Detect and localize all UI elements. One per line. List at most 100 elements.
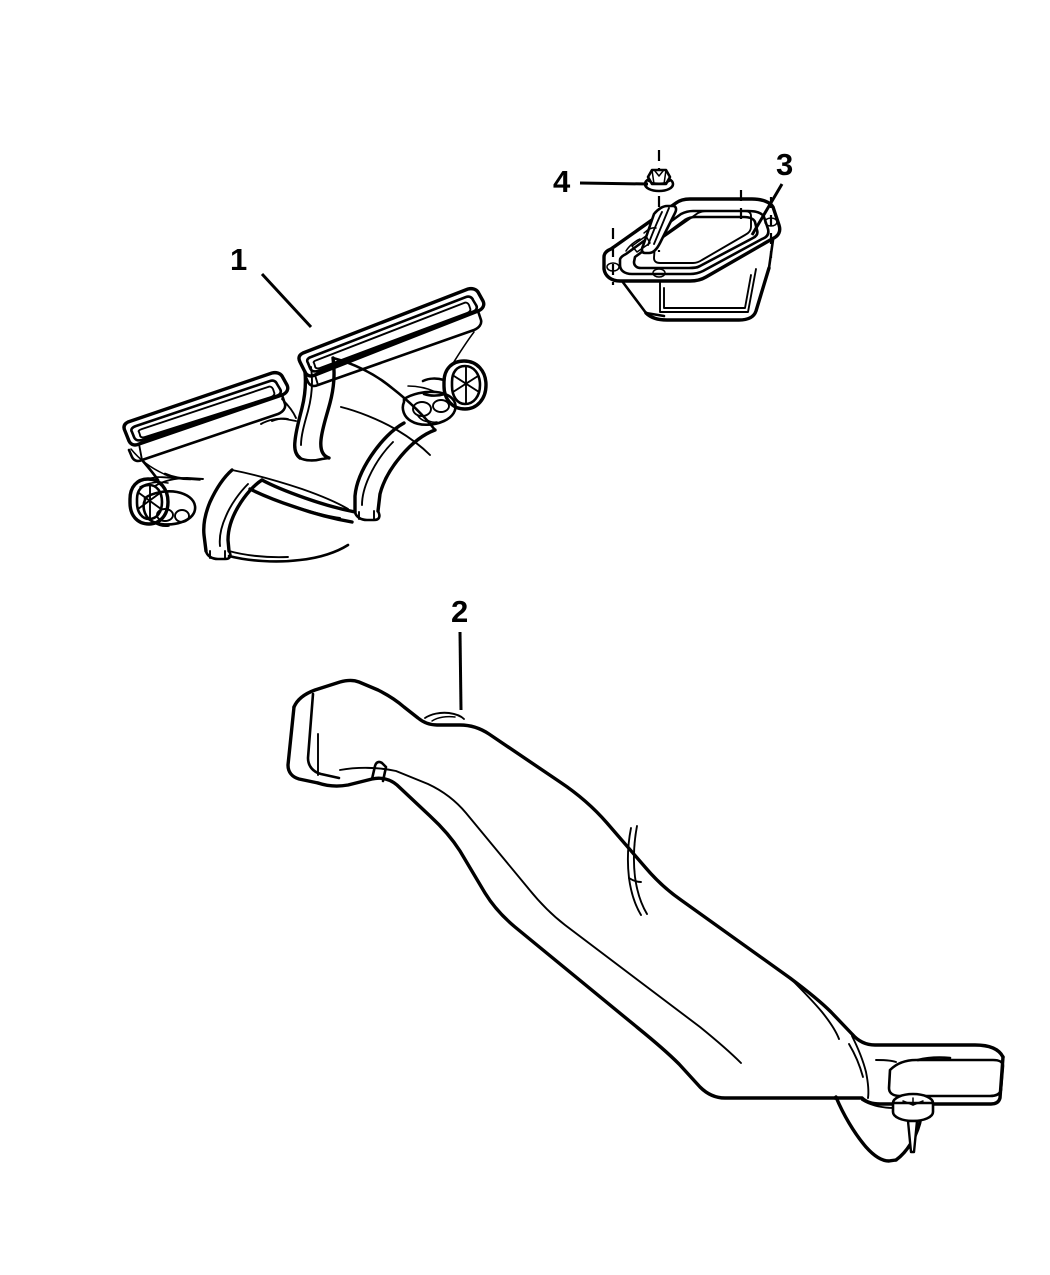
duct-leg-right-crease <box>361 441 394 506</box>
bracket-right-detail-2 <box>423 416 438 423</box>
duct-lower-face-edge <box>231 469 349 510</box>
duct-gusset-right-edge2 <box>260 417 297 425</box>
nut-facet-left <box>651 169 655 185</box>
nut-skirt-highlight <box>647 180 671 184</box>
push-pin-retainer-group <box>891 1092 935 1154</box>
knob-left-outer <box>128 477 170 526</box>
duct2-upper-right-fold <box>789 977 840 1040</box>
part-1-defroster-duct-group <box>122 286 488 563</box>
duct-spine-crease <box>249 488 341 519</box>
bracket-right-hole-a <box>412 401 432 417</box>
duct-spine-top <box>260 478 357 514</box>
bezel-internal-vane <box>640 204 678 255</box>
duct-leg-right-foot-detail <box>358 510 375 520</box>
duct-leg-right-foot <box>353 509 381 522</box>
louvre-right-slot-inner <box>312 301 472 370</box>
bracket-left-hole-b <box>174 509 190 523</box>
duct2-top-tab <box>424 711 465 720</box>
duct-neck-right-crease <box>300 366 313 446</box>
callout-1-group: 1 <box>230 242 313 329</box>
bracket-left-detail <box>151 520 170 527</box>
louvre-left-end-edge <box>138 443 143 461</box>
part-2-floor-duct-group <box>286 678 1005 1163</box>
callout-3-leader <box>750 183 784 236</box>
bracket-right-hole-b <box>432 399 450 413</box>
callout-4-group: 4 <box>553 164 649 199</box>
duct-lower-face-bottom <box>228 550 289 559</box>
bezel-internal-bracket-a <box>631 235 651 253</box>
duct-hose-connector-right-2 <box>407 385 437 393</box>
callout-4-number: 4 <box>553 164 571 199</box>
housing-front-recess <box>659 268 757 313</box>
duct2-top-ridge <box>292 678 1005 1059</box>
callout-2-leader <box>458 631 463 711</box>
bezel-outer-flange <box>602 197 782 283</box>
duct-hose-connector-right <box>451 331 475 366</box>
flange-boss-front <box>652 268 666 278</box>
bracket-right-plate <box>401 390 457 427</box>
callout-2-number: 2 <box>451 594 468 629</box>
louvre-right-end-edge <box>314 374 319 386</box>
duct2-left-endcap-inner <box>306 692 341 780</box>
louvre-left-slot-inner <box>137 385 276 439</box>
duct-leg-left-outer <box>226 478 264 553</box>
bracket-left-plate <box>142 490 197 526</box>
duct2-seam-vertical-2 <box>633 825 648 915</box>
duct-leg-left-foot-detail <box>209 550 226 559</box>
rotary-knob-left-group <box>128 477 170 526</box>
louvre-left-side-wall <box>127 393 287 463</box>
flange-boss-left <box>606 262 620 272</box>
duct-neck-left-c <box>154 477 204 487</box>
duct-hose-connector-left <box>130 448 165 475</box>
callout-1-leader <box>260 272 313 329</box>
duct2-right-endcap <box>833 1055 1005 1106</box>
rotary-knob-right-group <box>421 359 488 411</box>
louvre-right-side-wall <box>303 309 483 388</box>
bezel-inner-flange <box>618 209 770 276</box>
duct-neck-right-base <box>298 456 331 462</box>
bezel-internal-bracket-b <box>643 227 657 234</box>
duct-hose-connector-left-2 <box>156 476 201 481</box>
duct2-left-endcap-outer <box>286 705 320 785</box>
part-4-hex-flange-nut-group <box>643 168 675 193</box>
bracket-left-hole-a <box>156 508 174 522</box>
housing-front-recess-inner <box>663 274 752 309</box>
duct2-right-wing-crease-2 <box>848 1043 864 1078</box>
duct-neck-right-inner <box>319 356 336 460</box>
housing-right-wall <box>767 238 775 270</box>
duct-leg-right-inner <box>353 421 406 514</box>
duct-neck-right-outer <box>293 370 308 460</box>
duct2-skirt-left-edge <box>834 1095 898 1163</box>
bezel-vane-fold-2 <box>653 207 670 245</box>
bezel-top-plate <box>653 210 752 264</box>
knob-left-inner <box>135 483 164 521</box>
callout-4-leader <box>579 181 649 186</box>
knob-left-spoke-c <box>137 492 161 510</box>
retainer-shank <box>906 1119 919 1154</box>
nut-crown-notch <box>654 170 664 177</box>
duct2-mid-crease <box>339 766 742 1064</box>
duct2-right-wing-fold <box>875 1059 897 1063</box>
housing-bottom-edge <box>644 266 771 322</box>
duct2-right-wing-crease <box>851 1035 870 1099</box>
duct2-outlet-mouth <box>887 1058 1005 1098</box>
duct-top-surface-crease <box>340 406 431 456</box>
callout-2-group: 2 <box>451 594 468 711</box>
duct-gusset-right <box>281 398 297 419</box>
nut-facet-right <box>663 169 667 185</box>
louvre-left-slot-outer <box>130 379 283 442</box>
duct-leg-right-outer <box>376 428 437 513</box>
duct2-top-tab-inner <box>431 715 456 722</box>
bracket-left-top-edge-2 <box>139 481 169 488</box>
callout-3-number: 3 <box>776 147 793 182</box>
duct2-seam-tab <box>628 877 642 883</box>
duct-leg-left-inner <box>202 468 234 553</box>
knob-right-outer <box>442 359 488 411</box>
duct-lower-face-bottom-outer <box>227 543 350 563</box>
callout-1-number: 1 <box>230 242 247 277</box>
callout-3-group: 3 <box>750 147 793 236</box>
duct2-left-rib <box>370 760 388 783</box>
knob-right-inner <box>450 364 482 406</box>
